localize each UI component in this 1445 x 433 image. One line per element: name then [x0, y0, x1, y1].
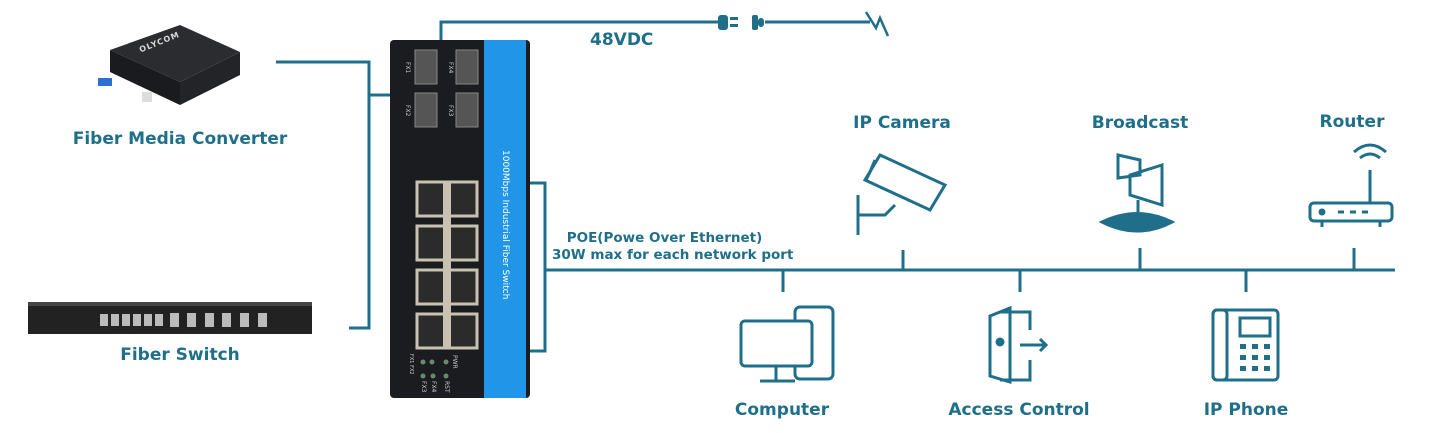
fiber-media-converter-image [98, 25, 240, 105]
plug-icon [718, 15, 764, 30]
fiber-switch-image [28, 302, 312, 334]
computer-icon [739, 305, 835, 383]
sfp-label-fx3: FX3 [447, 105, 454, 117]
led-label-fx3: FX3 [420, 381, 427, 393]
connector-line-left [276, 60, 390, 330]
label-broadcast: Broadcast [1091, 113, 1189, 133]
cctv-camera-icon [856, 153, 948, 235]
poe-line-2: 30W max for each network port [552, 247, 794, 263]
lightning-icon [864, 11, 890, 37]
switch-model-text: 1000Mbps Industrial Fiber Switch [500, 150, 510, 300]
ip-phone-icon [1211, 308, 1280, 382]
label-router: Router [1319, 112, 1385, 132]
access-door-icon [988, 305, 1049, 385]
label-fiber-media-converter: Fiber Media Converter [72, 129, 288, 149]
router-icon [1308, 143, 1394, 227]
poe-note: POE(Powe Over Ethernet) 30W max for each… [552, 230, 794, 264]
label-ip-phone: IP Phone [1203, 400, 1289, 420]
led-label-fx4: FX4 [430, 381, 437, 393]
sfp-label-fx4: FX4 [447, 62, 454, 74]
led-label-fx1-fx2: FX1 FX2 [408, 354, 414, 375]
label-ip-camera: IP Camera [853, 113, 951, 133]
power-label: 48VDC [590, 30, 654, 50]
industrial-switch-image [390, 40, 530, 398]
led-label-rst: RST [443, 381, 450, 393]
led-label-pwr: PWR [451, 355, 458, 369]
poe-line-1: POE(Powe Over Ethernet) [566, 230, 763, 246]
sfp-label-fx2: FX2 [404, 105, 411, 117]
drop-lines [781, 248, 1356, 292]
label-access-control: Access Control [948, 400, 1090, 420]
megaphone-icon [1098, 153, 1176, 233]
sfp-label-fx1: FX1 [404, 62, 411, 74]
poe-bus-line [530, 181, 1395, 353]
power-line [439, 20, 870, 44]
label-fiber-switch: Fiber Switch [120, 345, 240, 365]
label-computer: Computer [734, 400, 830, 420]
